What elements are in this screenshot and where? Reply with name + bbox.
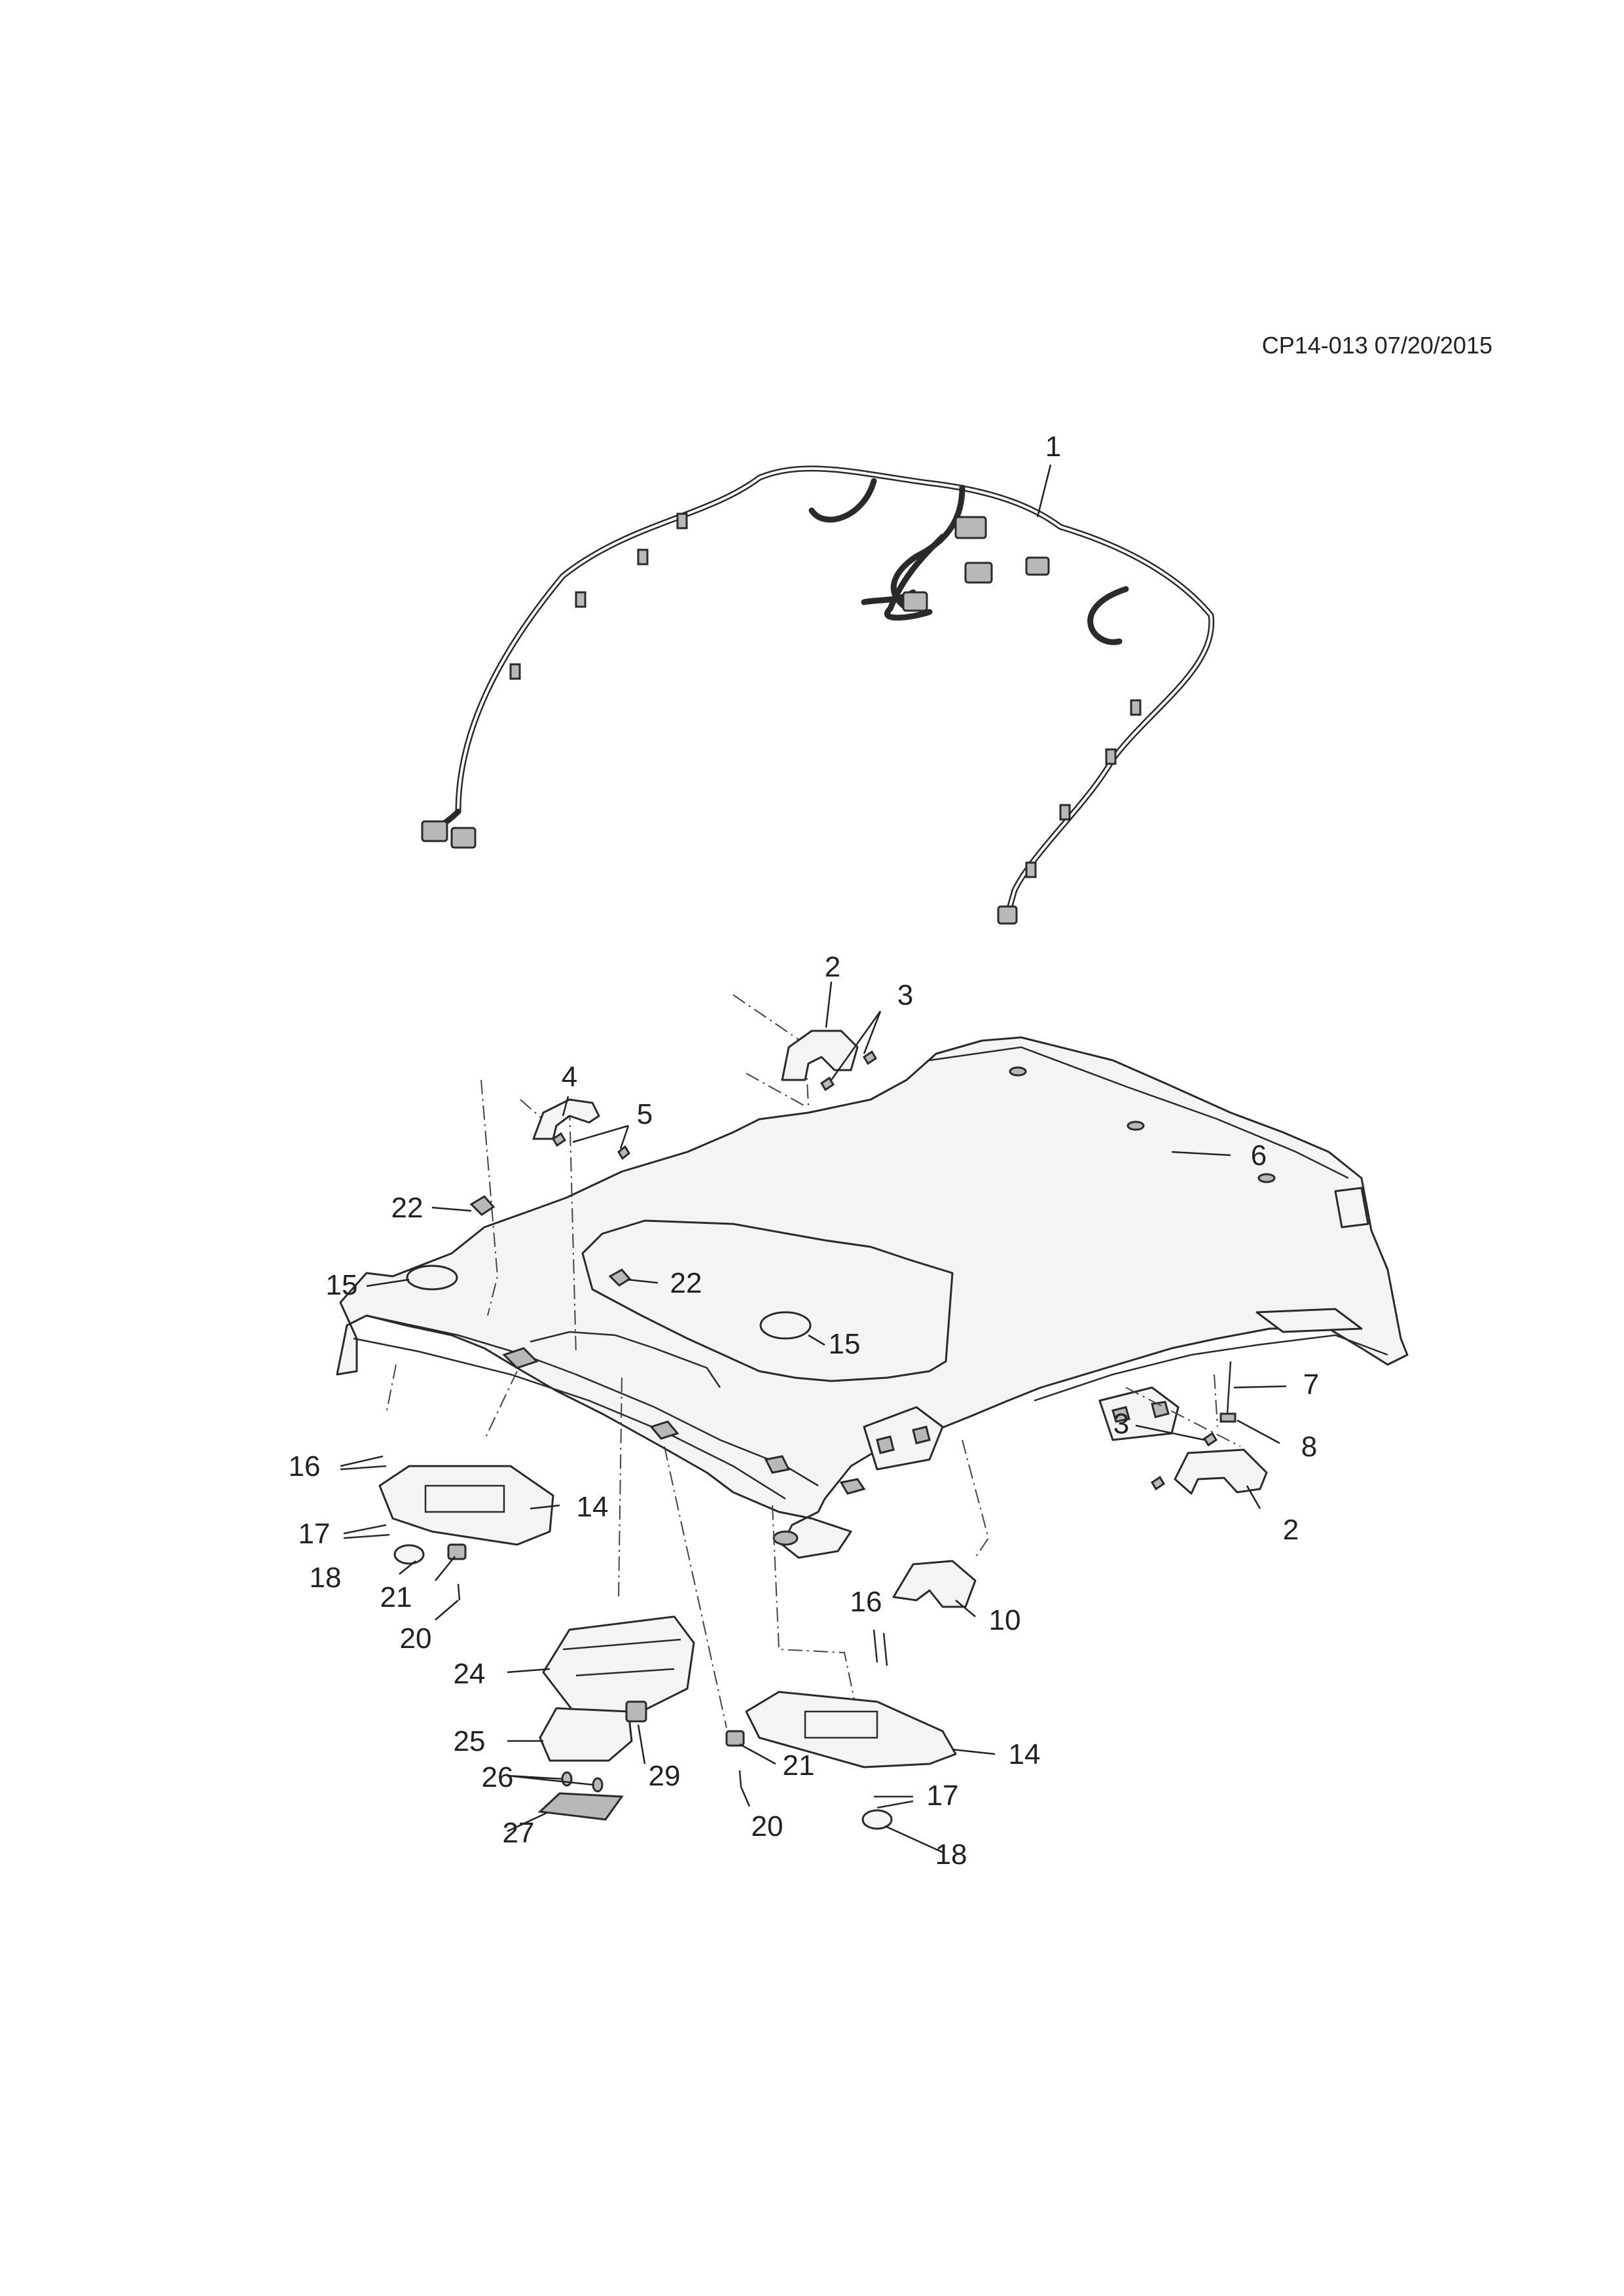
callout-20-left: 20	[400, 1623, 432, 1655]
callout-5: 5	[637, 1098, 653, 1130]
handle-screws-front	[820, 1050, 878, 1092]
visor-clips	[447, 1543, 745, 1747]
visor-clip-screws	[457, 1583, 742, 1787]
callout-15-center: 15	[829, 1328, 861, 1360]
sun-visor-right	[745, 1691, 957, 1768]
callout-2-front: 2	[825, 951, 840, 983]
handle-screws-rear	[1150, 1431, 1218, 1491]
grab-handle-center	[892, 1560, 977, 1608]
callout-4: 4	[562, 1061, 577, 1093]
callout-15-left: 15	[326, 1269, 358, 1301]
callout-29: 29	[649, 1760, 681, 1792]
visor-screws	[340, 1455, 914, 1809]
callout-16-right: 16	[850, 1586, 882, 1618]
callout-3-front: 3	[897, 979, 913, 1011]
callout-17-left: 17	[298, 1518, 331, 1550]
callout-10: 10	[989, 1604, 1021, 1636]
sun-visor-left	[378, 1465, 554, 1546]
grab-handle-rear	[1174, 1448, 1268, 1495]
callout-2-rear: 2	[1283, 1514, 1299, 1546]
callout-18-right: 18	[935, 1839, 967, 1871]
callout-7: 7	[1303, 1369, 1319, 1401]
callout-17-right: 17	[927, 1780, 959, 1812]
callout-14-left: 14	[577, 1491, 609, 1523]
callout-labels: 1 2 3 4 5 6 22 22 15 15 7 3 8 2 16 14 17…	[289, 431, 1320, 1871]
callout-20-right: 20	[751, 1810, 784, 1842]
callout-26: 26	[482, 1761, 514, 1793]
roof-wiring-harness	[421, 465, 1215, 925]
headliner-panel	[336, 1036, 1409, 1559]
callout-24: 24	[454, 1658, 486, 1690]
lamp-lens	[537, 1792, 624, 1821]
handle-screws-side	[551, 1132, 630, 1160]
overhead-console-housing	[542, 1615, 695, 1719]
callout-16-left: 16	[289, 1450, 321, 1482]
callout-leaders	[366, 464, 1287, 1854]
document-id: CP14-013 07/20/2015	[1262, 332, 1492, 359]
callout-14-right: 14	[1009, 1738, 1041, 1770]
callout-21-left: 21	[380, 1581, 412, 1613]
callout-1: 1	[1045, 431, 1061, 463]
callout-18-left: 18	[310, 1562, 342, 1594]
callout-22-left: 22	[391, 1192, 424, 1224]
dome-lamp-module	[539, 1707, 633, 1762]
headliner-clips	[469, 1195, 632, 1287]
dome-lamp-covers	[406, 1265, 812, 1340]
grab-handle-front	[781, 1030, 859, 1081]
grab-handle-side	[532, 1098, 600, 1140]
callout-6: 6	[1251, 1139, 1267, 1172]
callout-21-right: 21	[783, 1749, 815, 1782]
retainer-pin	[1219, 1361, 1236, 1423]
callout-3-rear: 3	[1113, 1408, 1129, 1440]
callout-8: 8	[1301, 1431, 1317, 1463]
callout-27: 27	[503, 1817, 535, 1849]
callout-22-center: 22	[670, 1267, 702, 1299]
lamp-switch	[625, 1700, 647, 1723]
visor-brackets	[393, 1544, 893, 1830]
callout-25: 25	[454, 1725, 486, 1757]
